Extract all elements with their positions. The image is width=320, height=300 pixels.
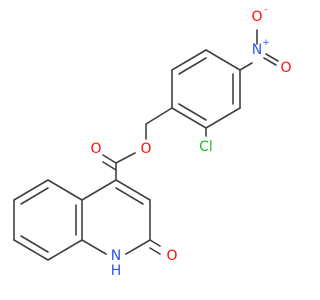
bond [115, 179, 151, 201]
molecule-structure: N + O - O Cl O O O N H [13, 5, 292, 279]
bond [102, 161, 117, 171]
bond [171, 107, 207, 129]
bond [205, 107, 241, 129]
molecule-canvas: N + O - O Cl O O O N H [13, 5, 292, 279]
ester-link-oxygen-label: O [140, 141, 151, 157]
chlorine-label: Cl [199, 139, 213, 155]
bond [13, 179, 49, 201]
bond [178, 103, 207, 121]
nh-hydrogen-label: H [111, 263, 122, 279]
bond [47, 239, 83, 261]
bond [171, 49, 207, 71]
bond [20, 235, 49, 253]
bond [20, 187, 49, 205]
lactam-oxygen-label: O [166, 248, 177, 264]
bond [13, 239, 49, 261]
bond [263, 57, 277, 66]
bond-lines [13, 29, 279, 261]
bond [102, 154, 117, 164]
bond [265, 53, 279, 62]
bond [205, 49, 241, 71]
bond [149, 239, 161, 247]
nh-nitrogen-label: N [111, 248, 121, 264]
bond [239, 62, 253, 71]
bond [47, 179, 83, 201]
bond [178, 57, 207, 75]
bond [125, 239, 151, 255]
atom-labels: N + O - O Cl O O O N H [90, 5, 291, 279]
nitro-oxygen-top-label: O [251, 9, 262, 25]
bond [81, 239, 107, 255]
nitro-nitrogen-label: N [252, 42, 262, 58]
bond [115, 152, 136, 164]
nitro-oxygen-right-label: O [280, 60, 291, 76]
nitro-nitrogen-charge: + [262, 38, 270, 48]
ester-carbonyl-oxygen-label: O [90, 141, 101, 157]
nitro-oxygen-top-charge: - [264, 5, 267, 15]
bond [115, 187, 144, 205]
bond [81, 179, 117, 201]
bond [149, 247, 161, 255]
bond [145, 107, 173, 125]
